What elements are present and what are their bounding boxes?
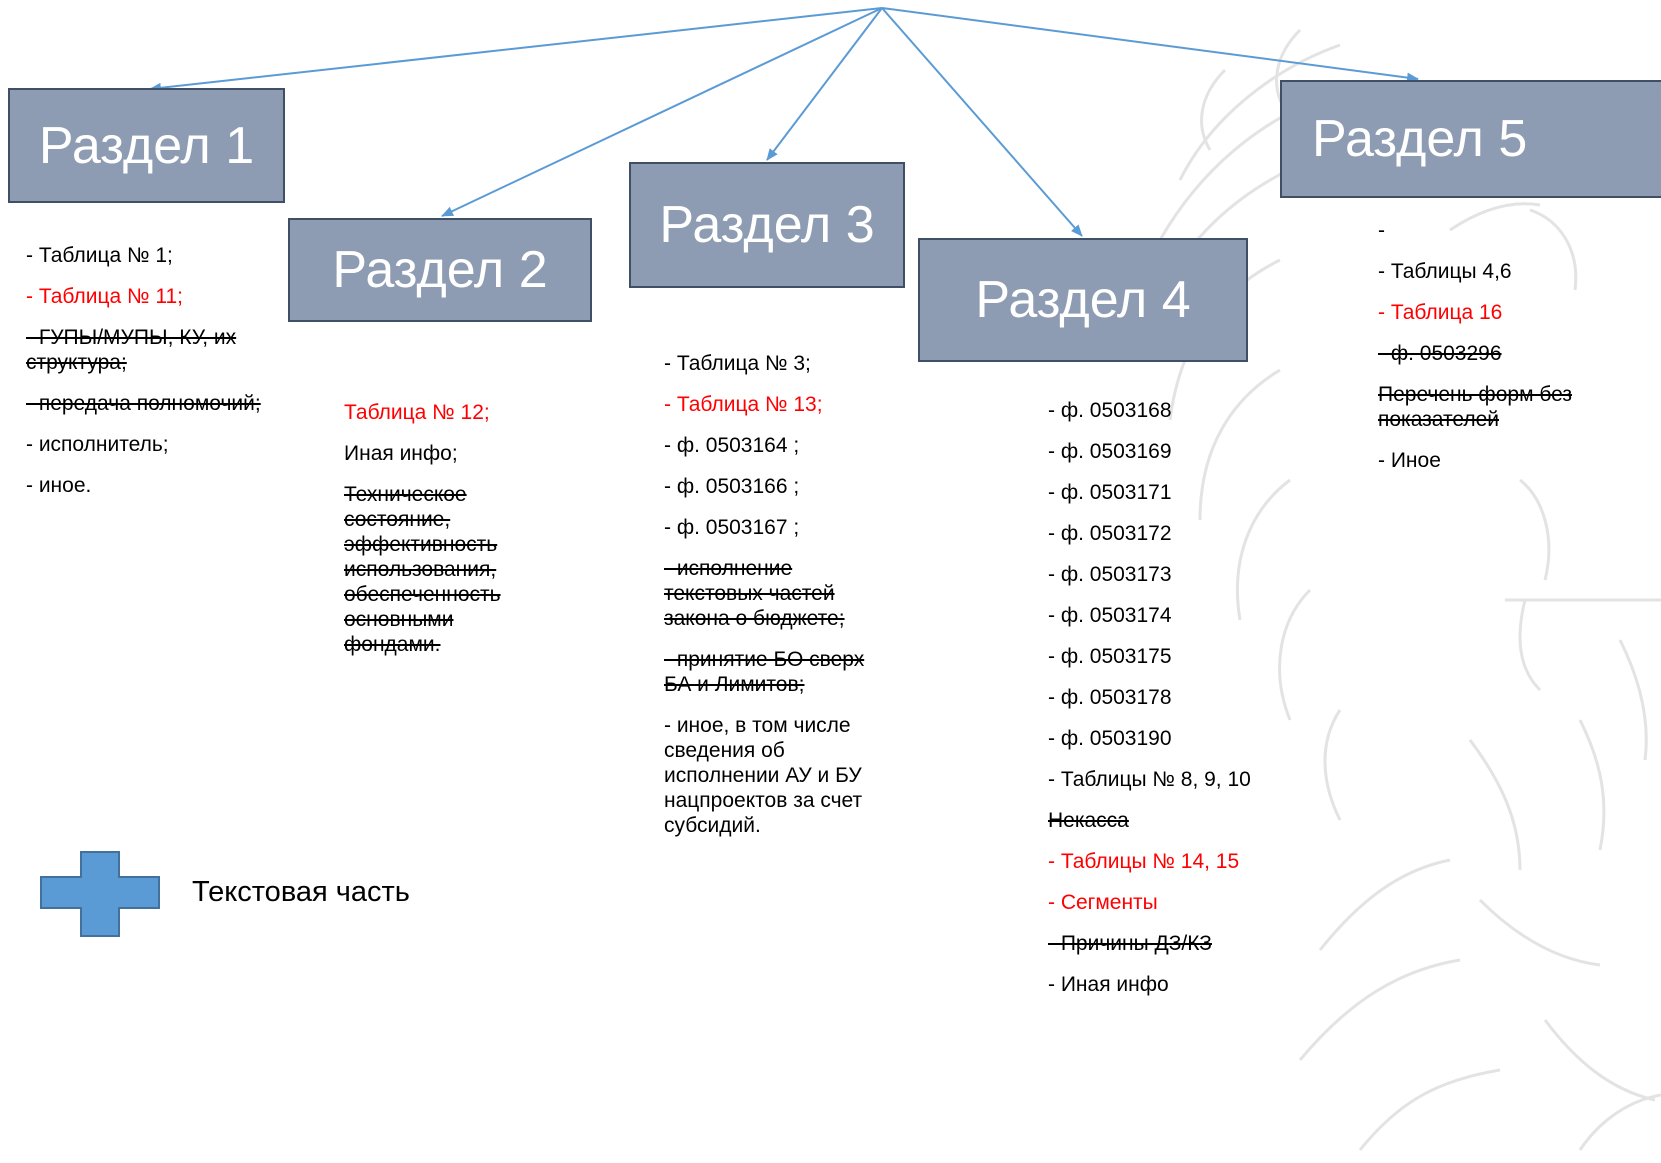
section-2-item: Техническое состояние, эффективность исп… <box>344 483 501 656</box>
section-5-item: - Иное <box>1378 449 1441 472</box>
section-1-box: Раздел 1 <box>8 88 285 203</box>
section-5-item: - <box>1378 219 1385 242</box>
section-2-box: Раздел 2 <box>288 218 592 322</box>
section-4-item: Некасса <box>1048 809 1129 832</box>
section-4-box: Раздел 4 <box>918 238 1248 362</box>
section-1-item: - передача полномочий; <box>26 392 261 415</box>
section-5-item: Перечень форм без показателей <box>1378 383 1572 431</box>
section-1-title: Раздел 1 <box>38 116 255 175</box>
section-3-item: - ф. 0503166 ; <box>664 475 800 498</box>
cross-shape-icon <box>40 851 160 937</box>
section-4-item: - ф. 0503178 <box>1048 686 1172 709</box>
section-5-title: Раздел 5 <box>1312 110 1528 168</box>
section-3-box: Раздел 3 <box>629 162 905 288</box>
section-4-item: - Причины ДЗ/КЗ <box>1048 932 1212 955</box>
legend-label: Текстовая часть <box>192 876 410 908</box>
section-3-item: - ф. 0503164 ; <box>664 434 800 457</box>
section-3-item: - Таблица № 13; <box>664 393 823 416</box>
section-3-item: - принятие БО сверх БА и Лимитов; <box>664 648 865 696</box>
section-4-item: - ф. 0503174 <box>1048 604 1172 627</box>
section-5-box: Раздел 5 <box>1280 80 1661 198</box>
section-4-item: - ф. 0503172 <box>1048 522 1172 545</box>
section-4-item: - ф. 0503173 <box>1048 563 1172 586</box>
section-2-title: Раздел 2 <box>332 241 548 299</box>
section-4-item: - ф. 0503169 <box>1048 440 1172 463</box>
section-1-item: - иное. <box>26 474 92 497</box>
section-3-item: - ф. 0503167 ; <box>664 516 800 539</box>
section-1-item: - исполнитель; <box>26 433 169 456</box>
section-5-item: - Таблицы 4,6 <box>1378 260 1512 283</box>
section-4-item: - Иная инфо <box>1048 973 1169 996</box>
section-4-item: - Таблицы № 8, 9, 10 <box>1048 768 1251 791</box>
arrow-to-section-3 <box>766 7 883 161</box>
section-4-item: - ф. 0503175 <box>1048 645 1172 668</box>
section-4-item: - ф. 0503190 <box>1048 727 1172 750</box>
section-4-item: - ф. 0503171 <box>1048 481 1172 504</box>
section-3-item: - Таблица № 3; <box>664 352 811 375</box>
arrow-to-section-1 <box>149 7 883 93</box>
section-3-list: - Таблица № 3; - Таблица № 13; - ф. 050316… <box>664 351 874 838</box>
section-1-list: - Таблица № 1; - Таблица № 11; - ГУПЫ/МУПЫ… <box>26 243 266 498</box>
section-4-item: - Таблицы № 14, 15 <box>1048 850 1240 873</box>
section-1-item: - Таблица № 1; <box>26 244 173 267</box>
section-1-item: - Таблица № 11; <box>26 285 183 308</box>
section-4-item: - Сегменты <box>1048 891 1158 914</box>
arrow-to-section-5 <box>881 7 1419 83</box>
section-4-item: - ф. 0503168 <box>1048 399 1172 422</box>
section-5-item: - ф. 0503296 <box>1378 342 1502 365</box>
section-3-item: - иное, в том числе сведения об исполнен… <box>664 714 863 837</box>
section-5-item: - Таблица 16 <box>1378 301 1503 324</box>
section-2-list: Таблица № 12; Иная инфо; Техническое состо… <box>344 400 554 657</box>
section-2-item: Иная инфо; <box>344 442 458 465</box>
section-1-item: - ГУПЫ/МУПЫ, КУ, их структура; <box>26 326 237 374</box>
section-3-title: Раздел 3 <box>659 196 875 254</box>
section-4-title: Раздел 4 <box>975 271 1191 329</box>
arrow-to-section-2 <box>441 7 883 217</box>
section-2-item: Таблица № 12; <box>344 401 490 424</box>
section-3-item: - исполнение текстовых частей закона о б… <box>664 557 845 630</box>
arrow-to-section-4 <box>881 7 1083 237</box>
section-4-list: - ф. 0503168 - ф. 0503169 - ф. 0503171 - ф.… <box>1048 398 1308 997</box>
